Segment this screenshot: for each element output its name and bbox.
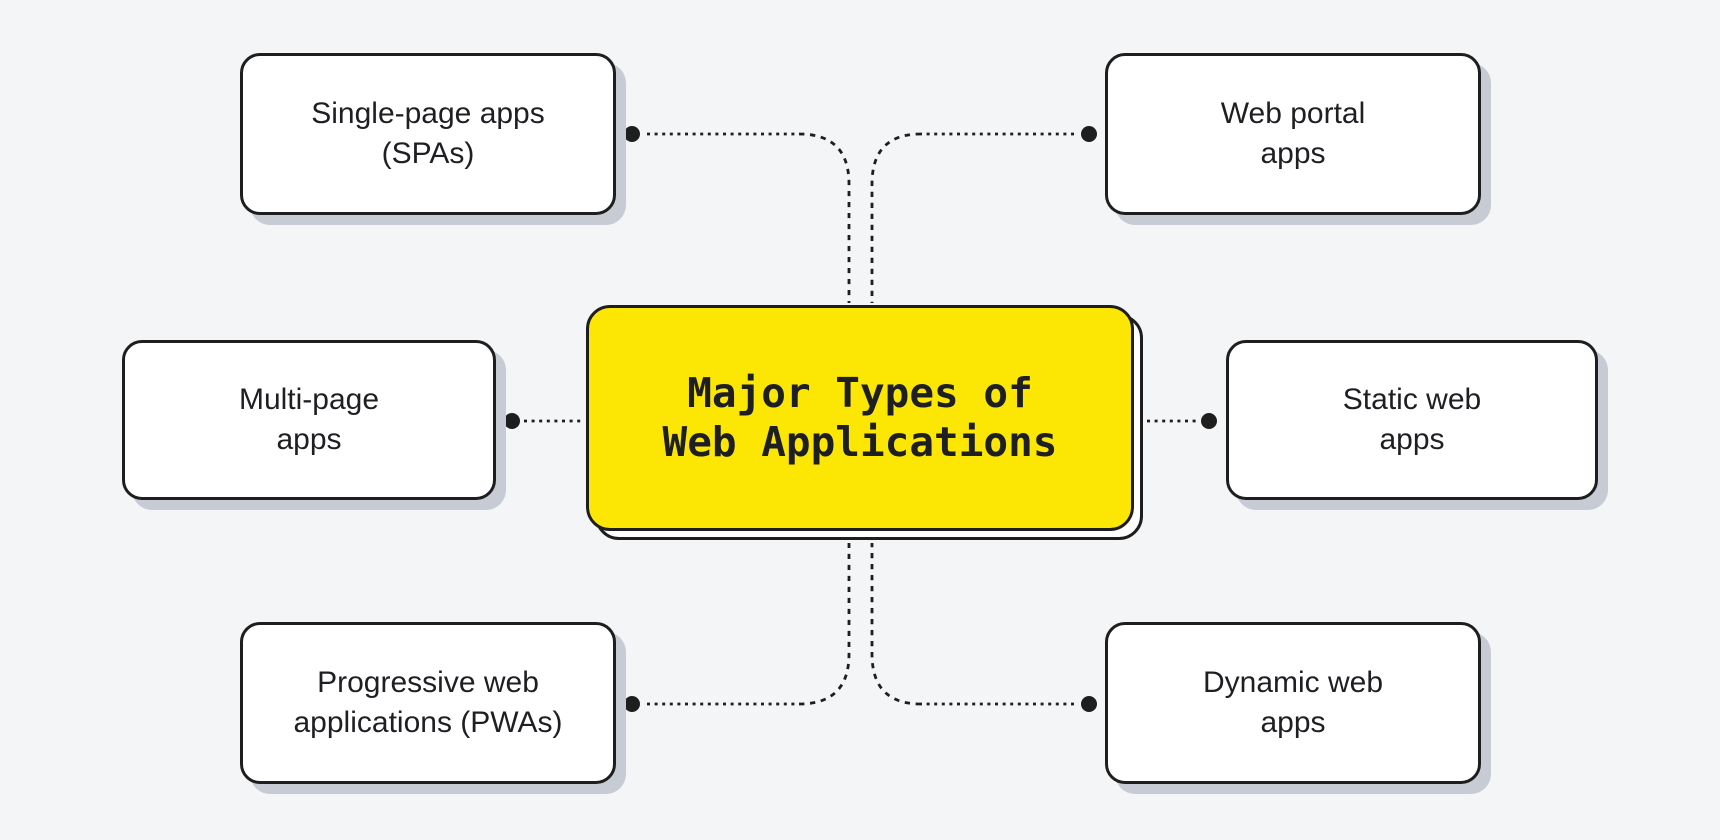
node-single-page-apps: Single-page apps (SPAs) — [240, 53, 616, 215]
connector-top-left-curve — [798, 132, 851, 303]
node-label: Progressive web applications (PWAs) — [293, 666, 563, 739]
node-dynamic-web-apps: Dynamic web apps — [1105, 622, 1481, 784]
center-node-major-types: Major Types of Web Applications — [586, 305, 1134, 531]
node-label: Dynamic web apps — [1202, 666, 1384, 739]
node-static-web-apps: Static web apps — [1226, 340, 1598, 500]
connector-dot — [1201, 413, 1217, 429]
connector-dot — [1081, 696, 1097, 712]
center-node-stack: Major Types of Web Applications — [586, 305, 1143, 540]
node-multi-page-apps: Multi-page apps — [122, 340, 496, 500]
connector-dot — [1081, 126, 1097, 142]
node-web-portal-apps: Web portal apps — [1105, 53, 1481, 215]
connector-dot — [624, 696, 640, 712]
node-label: Single-page apps (SPAs) — [311, 97, 545, 170]
connector-dot — [504, 413, 520, 429]
node-label: Multi-page apps — [238, 383, 380, 456]
center-node-label: Major Types of Web Applications — [662, 368, 1058, 466]
connector-top-right-curve — [870, 132, 922, 303]
connector-bottom-left-curve — [798, 543, 851, 706]
node-progressive-web-applications: Progressive web applications (PWAs) — [240, 622, 616, 784]
connector-bottom-right-curve — [870, 543, 922, 706]
node-label: Web portal apps — [1220, 97, 1366, 170]
connector-dot — [624, 126, 640, 142]
node-label: Static web apps — [1342, 383, 1482, 456]
